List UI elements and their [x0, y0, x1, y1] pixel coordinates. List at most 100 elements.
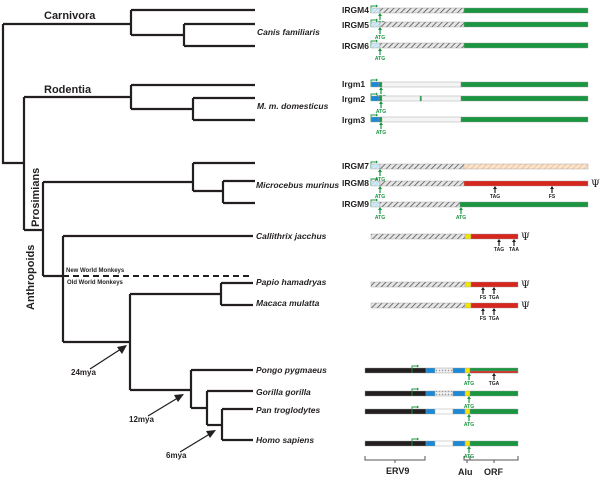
intron-hatched — [379, 163, 465, 170]
tss-arrow-icon — [376, 18, 378, 22]
orf-segment — [460, 116, 589, 123]
orf-segment — [469, 408, 519, 415]
species-label-callithrix: Callithrix jacchus — [256, 231, 327, 241]
tss-arrow-icon — [417, 437, 419, 441]
orf-segment — [463, 21, 589, 28]
alu-segment — [464, 408, 471, 415]
intron-hatched — [379, 7, 465, 14]
species-label-pongo: Pongo pygmaeus — [256, 365, 327, 375]
frameshift-arrow-head-icon — [481, 287, 485, 290]
legend-brackets: ERV9 Alu ORF — [364, 456, 519, 477]
alu-segment — [464, 302, 472, 309]
species-label-macaca: Macaca mulatta — [256, 298, 320, 308]
intron-hatched — [370, 233, 466, 240]
atg-arrow-head-icon — [378, 13, 382, 16]
orf-segment — [469, 390, 519, 397]
atg-arrow-head-icon — [379, 122, 383, 125]
divergence-arrow-6mya: 6mya — [166, 430, 216, 460]
tss-arrow-icon — [376, 113, 378, 117]
tss-arrow-icon — [376, 4, 378, 8]
pseudogene-symbol: Ψ — [521, 232, 530, 243]
gene-label-irgm5: IRGM5 — [342, 20, 369, 30]
tss-arrow-icon — [376, 160, 378, 164]
species-label-mus: M. m. domesticus — [257, 101, 329, 111]
intron-hatched — [379, 42, 465, 49]
stop-codon-label: TAG — [490, 194, 500, 200]
gene-structures: ATGATGATGATGATGATGATGATGTAGFSΨATGATGTAGT… — [364, 4, 600, 460]
exon-small — [419, 95, 422, 102]
gene-label-irgm8: IRGM8 — [342, 178, 369, 188]
exon-blue-second — [452, 440, 466, 447]
exon-green — [378, 81, 383, 88]
atg-arrow-head-icon — [379, 101, 383, 104]
orf-segment — [469, 440, 519, 447]
alu-segment — [464, 440, 471, 447]
arrow-head-icon — [174, 394, 184, 402]
label-new-world-monkeys: New World Monkeys — [66, 268, 125, 274]
orf-segment — [459, 201, 589, 208]
species-label-papio: Papio hamadryas — [256, 277, 327, 287]
intron-segment — [434, 390, 454, 397]
mya-label-24: 24mya — [71, 368, 96, 377]
alu-segment — [464, 367, 471, 374]
atg-arrow-head-icon — [467, 446, 471, 449]
exon-blue — [370, 81, 380, 88]
orf-segment — [460, 81, 589, 88]
clade-label-prosimians: Prosimians — [30, 168, 42, 227]
frameshift-arrow-head-icon — [550, 186, 554, 189]
stop-codon-label: TGA — [489, 295, 500, 301]
exon-utr — [370, 180, 381, 187]
pseudogene-orf — [463, 180, 589, 187]
atg-arrow-head-icon — [378, 169, 382, 172]
arrow-head-icon — [206, 430, 216, 438]
exon-blue-second — [452, 408, 466, 415]
tss-arrow-icon — [376, 92, 378, 96]
label-old-world-monkeys: Old World Monkeys — [67, 280, 124, 286]
branch-mus-node — [131, 98, 195, 120]
exon-blue — [425, 390, 436, 397]
clade-label-carnivora: Carnivora — [44, 10, 96, 22]
tss-arrow-icon — [376, 198, 378, 202]
intron-segment — [434, 408, 454, 415]
intron-segment — [434, 367, 454, 374]
stop-codon-label: TGA — [489, 381, 500, 387]
orf-segment — [463, 7, 589, 14]
erv9-segment — [364, 367, 427, 374]
exon-green — [378, 116, 383, 123]
exon-blue — [425, 408, 436, 415]
bracket-orf — [469, 456, 519, 463]
exon-blue — [370, 95, 380, 102]
orf-segment — [463, 42, 589, 49]
alu-segment — [464, 233, 472, 240]
alu-segment — [464, 390, 471, 397]
stop-codon-arrow-head-icon — [497, 239, 501, 242]
pseudogene-orf — [470, 302, 519, 309]
tss-flag-icon — [411, 438, 417, 446]
atg-arrow-head-icon — [378, 186, 382, 189]
exon-utr — [370, 21, 381, 28]
atg-arrow-head-icon — [378, 48, 382, 51]
intron-hatched — [379, 180, 465, 187]
divergence-arrow-12mya: 12mya — [129, 394, 184, 424]
gene-label-irgm6: IRGM6 — [342, 41, 369, 51]
tss-arrow-icon — [417, 364, 419, 368]
bracket-erv9 — [364, 456, 426, 463]
erv9-segment — [364, 390, 427, 397]
stop-codon-arrow-head-icon — [492, 287, 496, 290]
atg-arrow-head-icon — [379, 87, 383, 90]
legend-label-orf: ORF — [484, 467, 504, 477]
stop-codon-second-arrow-head-icon — [512, 239, 516, 242]
stop-codon-label: TGA — [489, 316, 500, 322]
frameshift-label: FS — [549, 194, 556, 200]
tss-arrow-icon — [417, 387, 419, 391]
branch-root — [1, 24, 24, 165]
pseudogene-orf — [470, 281, 519, 288]
stop-codon-arrow-head-icon — [492, 308, 496, 311]
species-label-homo: Homo sapiens — [256, 435, 314, 445]
atg-label: ATG — [376, 130, 386, 136]
alu-segment — [464, 281, 472, 288]
pseudogene-orf — [470, 233, 519, 240]
exon-blue-second — [452, 367, 466, 374]
divergence-arrow-24mya: 24mya — [71, 345, 127, 377]
arrow-head-icon — [117, 345, 127, 354]
